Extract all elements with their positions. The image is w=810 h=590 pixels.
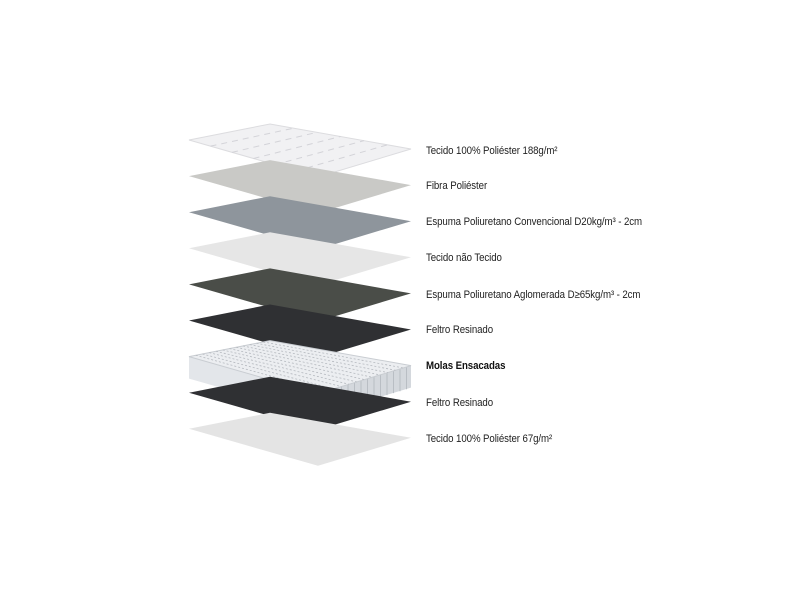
layer-4	[189, 232, 411, 286]
layer-label: Feltro Resinado	[426, 324, 494, 336]
layer-label: Tecido 100% Poliéster 67g/m²	[426, 433, 553, 445]
quilt-pattern-line	[231, 131, 318, 153]
spring-grid-line	[209, 352, 342, 387]
layer-6	[189, 304, 411, 358]
layer-label: Feltro Resinado	[426, 397, 494, 409]
layer-label: Espuma Poliuretano Aglomerada D≥65kg/m³ …	[426, 289, 641, 301]
spring-grid-line	[242, 345, 381, 376]
spring-grid-line	[236, 346, 373, 378]
quilt-pattern-line	[253, 136, 341, 159]
quilt-pattern-line	[274, 140, 365, 166]
spring-grid-line	[215, 350, 350, 385]
spring-grid-line	[229, 348, 365, 380]
layer-label: Molas Ensacadas	[426, 360, 506, 372]
spring-grid-line	[202, 353, 334, 390]
quilt-pattern-line	[296, 144, 388, 172]
layer-label: Espuma Poliuretano Convencional D20kg/m³…	[426, 216, 643, 228]
layer-2	[189, 160, 411, 214]
layer-8	[189, 376, 411, 430]
spring-grid-line	[222, 349, 357, 383]
layer-label: Fibra Poliéster	[426, 180, 488, 192]
layer-3	[189, 196, 411, 250]
spring-grid-line	[249, 344, 388, 373]
layer-5	[189, 268, 411, 322]
layer-label: Tecido 100% Poliéster 188g/m²	[426, 145, 558, 157]
layer-label: Tecido não Tecido	[426, 252, 502, 264]
quilt-pattern-line	[210, 127, 294, 147]
layer-9	[189, 412, 411, 466]
spring-grid-line	[256, 342, 396, 371]
